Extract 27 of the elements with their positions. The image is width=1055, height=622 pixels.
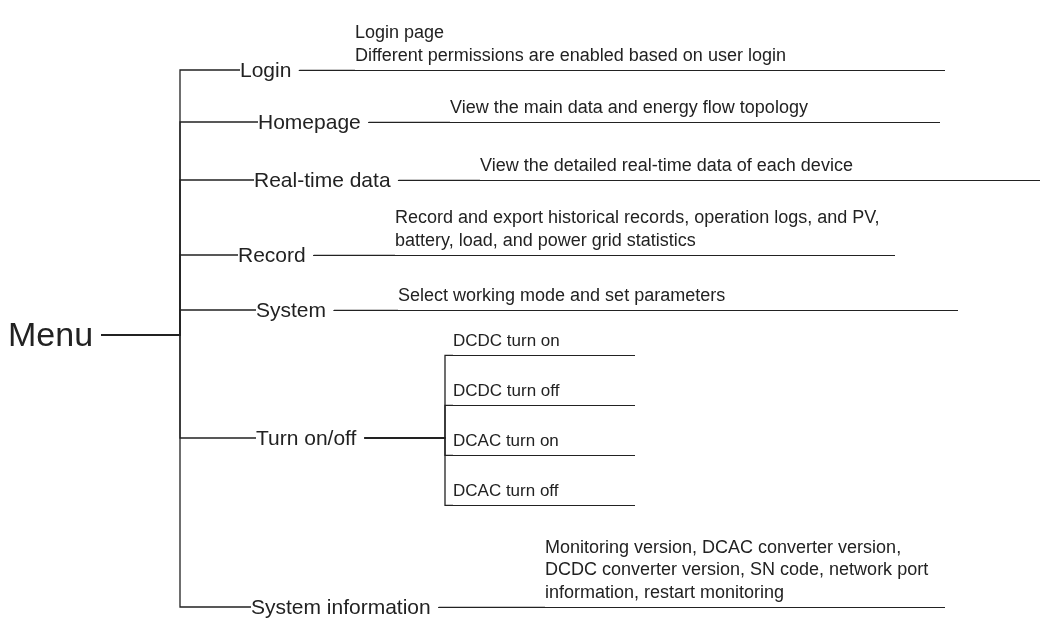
connector-line xyxy=(313,254,396,256)
menu-item-label: Login xyxy=(240,57,292,84)
connector-line xyxy=(333,309,399,311)
description-text: Monitoring version, DCAC converter version, DCDC converter version, SN code, network port information, restart monitoring xyxy=(545,535,945,608)
description-text: Select working mode and set parameters xyxy=(398,283,958,311)
menu-item-label: Record xyxy=(238,242,306,269)
description-text: Different permissions are enabled based on user login xyxy=(355,43,945,71)
submenu-item-label: DCDC turn off xyxy=(453,379,635,406)
description-text: View the main data and energy flow topology xyxy=(450,95,940,123)
menu-item-label: System xyxy=(256,297,326,324)
connector-line xyxy=(397,179,481,181)
description-text: Record and export historical records, operation logs, and PV, battery, load, and power grid statistics xyxy=(395,206,895,256)
menu-item-label: Homepage xyxy=(258,109,361,136)
description-text: View the detailed real-time data of each device xyxy=(480,153,1040,181)
menu-item-label: Real-time data xyxy=(254,167,391,194)
menu-item-label: Turn on/off xyxy=(256,425,357,452)
menu-item-label: System information xyxy=(251,594,431,621)
submenu-item-label: DCDC turn on xyxy=(453,329,635,356)
submenu-item-label: DCAC turn on xyxy=(453,429,635,456)
description-text: Login page xyxy=(355,21,446,44)
connector-line xyxy=(363,437,454,506)
connector-line xyxy=(100,334,252,608)
connector-line xyxy=(368,121,451,123)
submenu-item-label: DCAC turn off xyxy=(453,479,635,506)
connector-line xyxy=(438,606,546,608)
menu-title: Menu xyxy=(8,314,94,356)
connector-line xyxy=(298,69,356,71)
